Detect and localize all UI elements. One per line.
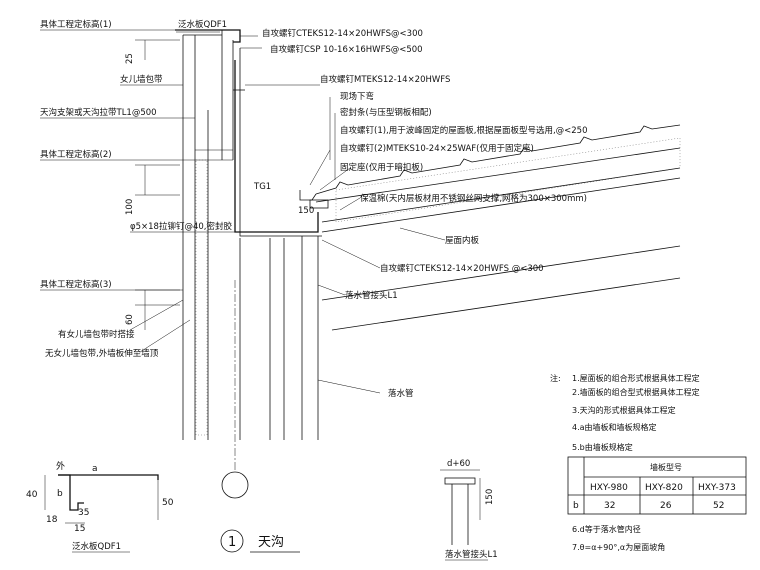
table-header: 墙板型号 <box>650 462 682 472</box>
note-item: 2.墙面板的组合型式根据具体工程定 <box>572 387 700 397</box>
inner-panel-label: 屋面内板 <box>445 235 480 246</box>
table-column: HXY-373 <box>698 483 736 493</box>
flashing-a-label: a <box>92 464 98 474</box>
flashing-35-label: 35 <box>78 508 89 518</box>
insulation-label: 保温棉(天内层板材用不锈钢丝网支撑,网格为300×300mm) <box>360 193 587 204</box>
screw-a-label: 自攻螺钉CTEKS12-14×20HWFS@<300 <box>262 28 423 39</box>
note-item: 5.b由墙板规格定 <box>572 442 633 452</box>
callout-labels: 具体工程定标高(1) 泛水板QDF1 自攻螺钉CTEKS12-14×20HWFS… <box>40 19 588 399</box>
flashing-detail: 外 a b 40 35 18 15 50 泛水板QDF1 <box>26 460 174 553</box>
screw-b-label: 自攻螺钉CSP 10-16×16HWFS@<500 <box>270 44 423 55</box>
flashing-b-label: b <box>57 489 63 499</box>
flashing-40-label: 40 <box>26 490 38 500</box>
fitting-150-label: 150 <box>485 489 495 505</box>
screw2-note-label: 自攻螺钉(2)MTEKS10-24×25WAF(仅用于固定座) <box>340 143 534 154</box>
fixing-seat-label: 固定座(仅用于暗扣板) <box>340 162 423 173</box>
without-parapet-label: 无女儿墙包带,外墙板伸至墙顶 <box>45 348 159 359</box>
structure-linework <box>175 29 681 499</box>
rivet-label: φ5×18拉铆钉@40,密封胶 <box>130 221 232 232</box>
note-item: 7.θ=α+90°,α为屋面坡角 <box>572 542 665 552</box>
note-item: 4.a由墙板和墙板规格定 <box>572 422 657 432</box>
screw-c-label: 自攻螺钉MTEKS12-14×20HWFS <box>320 74 450 85</box>
panel-table: 墙板型号 HXY-980 HXY-820 HXY-373 b 32 26 52 <box>567 456 747 515</box>
dim-100-label: 100 <box>125 199 135 215</box>
table-row-label: b <box>573 501 579 511</box>
flashing-50-label: 50 <box>162 498 174 508</box>
parapet-skin-label: 女儿墙包带 <box>120 74 163 85</box>
flashing-18-label: 18 <box>46 515 58 525</box>
leader-lines <box>40 29 446 394</box>
dim-25-label: 25 <box>125 53 135 64</box>
dim-150-label: 150 <box>298 206 314 216</box>
table-column: HXY-820 <box>645 483 683 493</box>
downpipe-fitting: d+60 150 落水管接头L1 <box>440 459 498 561</box>
dim-60-label: 60 <box>125 314 135 325</box>
downpipe-label: 落水管 <box>388 388 414 399</box>
note-item: 3.天沟的形式根据具体工程定 <box>572 405 676 415</box>
screw-d-label: 自攻螺钉CTEKS12-14×20HWFS @<300 <box>380 263 544 274</box>
elevation-label-1: 具体工程定标高(1) <box>40 19 112 30</box>
table-column: HXY-980 <box>590 483 628 493</box>
with-parapet-label: 有女儿墙包带时搭接 <box>58 329 135 340</box>
flashing-bottom-label: 泛水板QDF1 <box>72 541 121 552</box>
table-cell: 32 <box>604 501 615 511</box>
note-item: 6.d等于落水管内径 <box>572 524 641 534</box>
note-item: 1.屋面板的组合形式根据具体工程定 <box>572 373 700 383</box>
gutter-bracket-label: 天沟支架或天沟拉带TL1@500 <box>40 107 157 118</box>
screw1-note-label: 自攻螺钉(1),用于波峰固定的屋面板,根据屋面板型号选用,@<250 <box>340 125 588 136</box>
fitting-title: 落水管接头L1 <box>445 549 498 560</box>
table-cell: 26 <box>660 501 672 511</box>
fold-down-label: 现场下弯 <box>340 91 374 102</box>
flashing-side-label: 外 <box>56 460 65 472</box>
flashing-15-label: 15 <box>74 524 85 534</box>
detail-title: 1 天沟 <box>220 529 300 553</box>
elevation-label-3: 具体工程定标高(3) <box>40 279 112 290</box>
notes-block: 注: 1.屋面板的组合形式根据具体工程定 2.墙面板的组合型式根据具体工程定 3… <box>550 373 700 552</box>
flashing-top-label: 泛水板QDF1 <box>178 19 227 30</box>
sealant-label: 密封条(与压型钢板相配) <box>340 107 432 118</box>
downpipe-joint-label: 落水管接头L1 <box>345 290 398 301</box>
tg1-label: TG1 <box>253 182 271 192</box>
table-cell: 52 <box>713 501 724 511</box>
elevation-label-2: 具体工程定标高(2) <box>40 149 112 160</box>
notes-head: 注: <box>550 373 561 383</box>
detail-number: 1 <box>228 535 236 550</box>
detail-title-text: 天沟 <box>258 535 284 550</box>
fitting-d60-label: d+60 <box>447 459 470 469</box>
